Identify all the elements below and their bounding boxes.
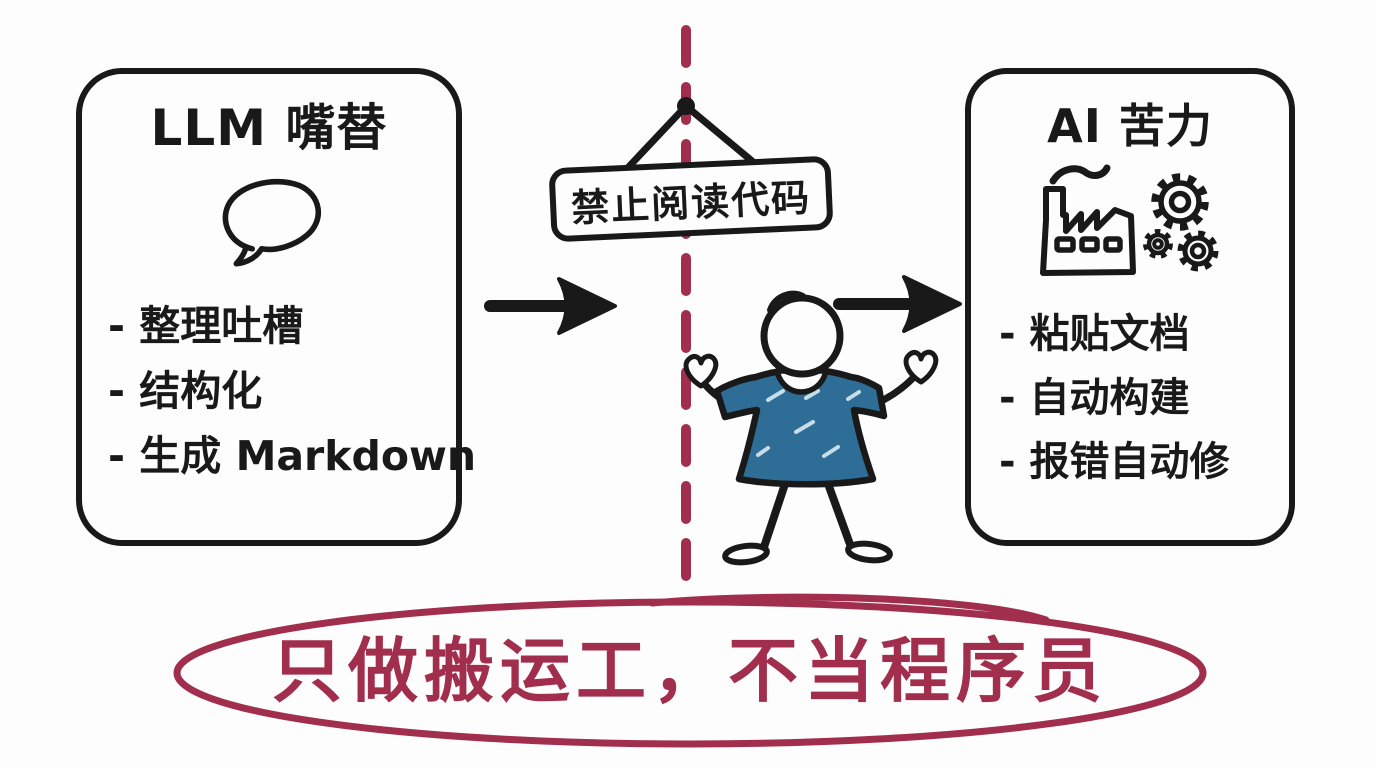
factory-smoke — [1049, 164, 1111, 185]
flow-arrow-right-icon — [833, 275, 962, 333]
left-card-item: - 整理吐槽 — [108, 302, 304, 350]
speech-bubble-icon — [222, 178, 322, 267]
right-card: AI 苦力 — [965, 68, 1295, 546]
gear-small-icon — [1143, 229, 1173, 259]
right-card-list: - 粘贴文档 - 自动构建 - 报错自动修 — [999, 302, 1230, 494]
figure-head — [760, 294, 844, 378]
hanger-string-right — [682, 102, 756, 165]
figure-shirt-scratches — [756, 389, 861, 458]
factory-windows — [1054, 236, 1123, 253]
figure-foot-right — [845, 540, 893, 564]
factory-with-gears-icon — [1040, 164, 1219, 276]
flow-arrow-left-icon — [484, 277, 617, 335]
hanger-nail-dot-icon — [677, 97, 695, 115]
figure-collar — [774, 368, 829, 395]
right-card-item: - 自动构建 — [999, 375, 1190, 421]
right-card-item: - 粘贴文档 — [999, 311, 1190, 357]
right-card-title: AI 苦力 — [1047, 99, 1213, 153]
figure-hair-curl — [767, 290, 806, 313]
hanging-sign: 禁止阅读代码 — [548, 155, 834, 243]
figure-foot-left — [722, 542, 770, 566]
figure-hand-right — [903, 349, 939, 385]
left-card-title: LLM 嘴替 — [150, 99, 388, 157]
slogan-text: 只做搬运工，不当程序员 — [272, 630, 1108, 712]
figure-leg-right — [823, 477, 855, 551]
hanger-string-left — [617, 102, 690, 179]
left-card-list: - 整理吐槽 - 结构化 - 生成 Markdown — [108, 294, 476, 489]
hanging-sign-text: 禁止阅读代码 — [570, 175, 813, 230]
slogan-oval-overlap-stroke — [648, 593, 1050, 624]
left-card-item: - 生成 Markdown — [108, 432, 477, 480]
figure-leg-left — [760, 477, 790, 551]
figure-hand-left — [683, 353, 719, 389]
left-card: LLM 嘴替 - 整理吐槽 - 结构化 - 生成 Markdown — [76, 68, 476, 546]
factory-building — [1040, 186, 1136, 276]
gear-medium-icon — [1177, 230, 1219, 272]
gear-large-icon — [1151, 173, 1209, 231]
left-card-item: - 结构化 — [108, 367, 263, 415]
slogan-oval — [173, 593, 1207, 748]
sign-hanger — [617, 97, 756, 179]
stick-figure-icon — [683, 290, 939, 566]
right-card-item: - 报错自动修 — [999, 439, 1230, 485]
